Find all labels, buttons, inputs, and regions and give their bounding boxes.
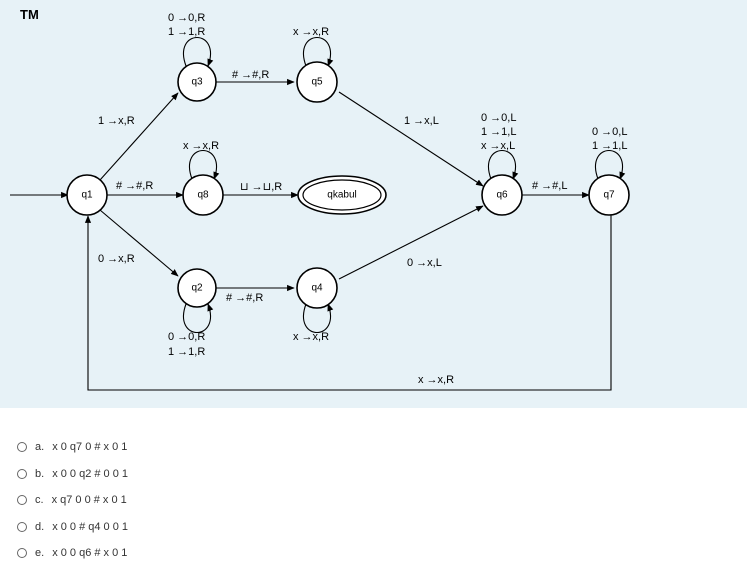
option-e[interactable]: e. x 0 0 q6 # x 0 1: [17, 540, 417, 567]
state-qkabul: qkabul: [297, 175, 387, 215]
loop-q4: [303, 303, 334, 334]
label-q6-loop-2: 1 →1,L: [481, 126, 516, 138]
option-letter: a.: [35, 441, 45, 454]
state-label: q2: [191, 283, 203, 294]
state-q2: q2: [177, 268, 217, 308]
radio-button-a[interactable]: [17, 442, 27, 453]
option-text: x q7 0 0 # x 0 1: [51, 494, 127, 507]
label-q3-q5: # →#,R: [232, 69, 269, 81]
loop-q2: [183, 303, 214, 334]
label-q7-q1: x →x,R: [418, 374, 454, 386]
radio-button-b[interactable]: [17, 468, 27, 479]
state-label: q1: [81, 190, 93, 201]
label-q5-q6: 1 →x,L: [404, 115, 439, 127]
answer-options: a. x 0 q7 0 # x 0 1 b. x 0 0 q2 # 0 0 1 …: [17, 434, 417, 567]
state-q6: q6: [481, 174, 523, 216]
option-text: x 0 0 q2 # 0 0 1: [52, 467, 129, 480]
option-c[interactable]: c. x q7 0 0 # x 0 1: [17, 487, 417, 514]
option-b[interactable]: b. x 0 0 q2 # 0 0 1: [17, 461, 417, 488]
state-q5: q5: [296, 61, 338, 103]
label-q8-loop: x →x,R: [183, 140, 219, 152]
label-q1-q2: 0 →x,R: [98, 253, 135, 265]
label-q7-loop-1: 0 →0,L: [592, 126, 627, 138]
label-q4-loop: x →x,R: [293, 331, 329, 343]
state-label: qkabul: [327, 190, 356, 201]
diagram-panel: TM q1: [0, 0, 747, 408]
state-q8: q8: [182, 174, 224, 216]
option-text: x 0 0 # q4 0 0 1: [52, 520, 129, 533]
label-q6-loop-1: 0 →0,L: [481, 112, 516, 124]
state-label: q7: [603, 190, 615, 201]
label-q8-qkabul: ⊔ →⊔,R: [240, 181, 282, 193]
diagram-title: TM: [20, 7, 39, 22]
state-label: q5: [311, 77, 323, 88]
edge-q1-q3: [99, 92, 179, 181]
loop-q3: [183, 36, 214, 67]
option-letter: c.: [35, 494, 44, 507]
state-q7: q7: [588, 174, 630, 216]
label-q6-loop-3: x →x,L: [481, 140, 515, 152]
label-q4-q6: 0 →x,L: [407, 257, 442, 269]
label-q3-loop-2: 1 →1,R: [168, 26, 205, 38]
state-diagram: TM q1: [10, 7, 630, 391]
label-q7-loop-2: 1 →1,L: [592, 140, 627, 152]
label-q1-q8: # →#,R: [116, 180, 153, 192]
state-label: q6: [496, 190, 508, 201]
edge-q5-q6: [338, 91, 484, 187]
option-letter: e.: [35, 547, 45, 560]
state-q1: q1: [66, 174, 108, 216]
state-q3: q3: [177, 62, 217, 102]
label-q2-loop-2: 1 →1,R: [168, 346, 205, 358]
radio-button-c[interactable]: [17, 495, 27, 506]
state-label: q4: [311, 283, 323, 294]
loop-q6: [488, 149, 519, 180]
label-q6-q7: # →#,L: [532, 180, 567, 192]
edge-q1-q2: [99, 209, 179, 277]
label-q2-q4: # →#,R: [226, 292, 263, 304]
state-label: q8: [197, 190, 209, 201]
edge-q4-q6: [338, 205, 484, 280]
radio-button-d[interactable]: [17, 521, 27, 532]
label-q5-loop: x →x,R: [293, 26, 329, 38]
option-d[interactable]: d. x 0 0 # q4 0 0 1: [17, 514, 417, 541]
loop-q5: [303, 36, 334, 67]
state-q4: q4: [296, 267, 338, 309]
edge-q7-q1: [84, 214, 612, 391]
option-text: x 0 q7 0 # x 0 1: [52, 441, 128, 454]
label-q3-loop-1: 0 →0,R: [168, 12, 205, 24]
label-q2-loop-1: 0 →0,R: [168, 331, 205, 343]
loop-q8: [189, 149, 220, 180]
label-q1-q3: 1 →x,R: [98, 115, 135, 127]
option-a[interactable]: a. x 0 q7 0 # x 0 1: [17, 434, 417, 461]
radio-button-e[interactable]: [17, 548, 27, 559]
state-label: q3: [191, 77, 203, 88]
loop-q7: [595, 149, 626, 180]
option-letter: d.: [35, 520, 45, 533]
option-letter: b.: [35, 467, 45, 480]
option-text: x 0 0 q6 # x 0 1: [52, 547, 128, 560]
